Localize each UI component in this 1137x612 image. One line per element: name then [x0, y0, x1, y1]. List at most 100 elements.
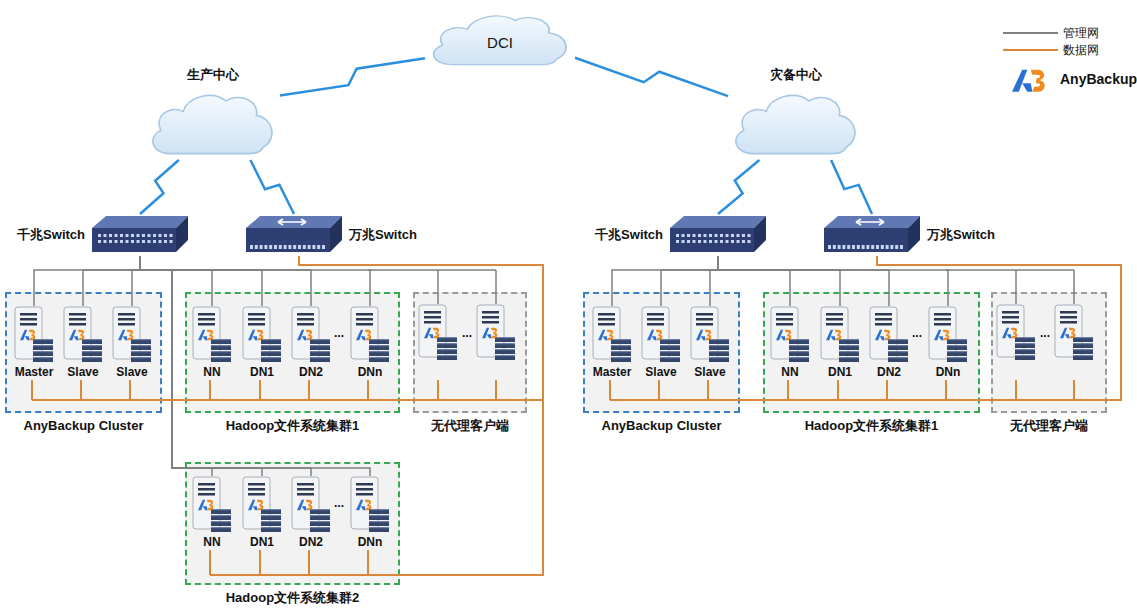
ellipsis-label: ...: [462, 326, 472, 340]
group-label: Hadoop文件系统集群1: [805, 417, 939, 435]
server: DNn: [928, 306, 968, 380]
server: DN2: [869, 306, 909, 380]
switch-label: 万兆Switch: [927, 226, 995, 244]
legend-line-sample: [1003, 32, 1058, 34]
connector: [140, 256, 311, 306]
connector: [140, 256, 311, 476]
server-label: NN: [182, 364, 242, 380]
switch-label: 千兆Switch: [595, 226, 663, 244]
group-label: 无代理客户端: [1010, 417, 1088, 435]
agentless-server: [996, 304, 1036, 362]
server-label: Slave: [102, 364, 162, 380]
cloud-label: DCI: [425, 34, 575, 51]
ellipsis-label: ...: [912, 326, 922, 340]
connector: [710, 256, 718, 306]
agentless-server: [1054, 304, 1094, 362]
legend-label: 数据网: [1063, 42, 1099, 59]
connector: [612, 256, 718, 306]
connector: [140, 160, 179, 214]
server-icon: [770, 306, 810, 364]
server-label: DNn: [918, 364, 978, 380]
cluster-group: Hadoop文件系统集群1NNDN1DN2DNn: [185, 292, 400, 413]
legend-line-sample: [1003, 49, 1058, 51]
connector: [299, 256, 543, 575]
cluster-group: Hadoop文件系统集群2NNDN1DN2DNn: [185, 462, 400, 585]
group-label-holder: AnyBackup Cluster: [602, 417, 722, 435]
connector: [718, 256, 840, 306]
connector: [299, 256, 543, 400]
server-label: NN: [182, 534, 242, 550]
server: Slave: [112, 306, 152, 380]
connector: [140, 256, 370, 476]
server-icon: [928, 306, 968, 364]
server: Slave: [690, 306, 730, 380]
server: DN1: [242, 306, 282, 380]
connector: [140, 256, 370, 306]
server: DN2: [291, 306, 331, 380]
server-label: Slave: [680, 364, 740, 380]
anybackup-logo: [1012, 70, 1045, 92]
server-icon: [242, 306, 282, 364]
site-cloud: 灾备中心: [728, 66, 863, 160]
server-icon: [869, 306, 909, 364]
group-label: AnyBackup Cluster: [602, 417, 722, 435]
group-label-holder: AnyBackup Cluster: [24, 417, 144, 435]
switch: 万兆Switch: [244, 214, 417, 256]
connector: [280, 58, 425, 95]
server-label: DNn: [340, 534, 400, 550]
ellipsis-label: ...: [1040, 326, 1050, 340]
cloud: DCI: [425, 8, 575, 70]
server-label: Slave: [53, 364, 113, 380]
management-bus: [368, 270, 1074, 304]
connector: [877, 256, 1121, 400]
site-cloud: 生产中心: [145, 66, 280, 160]
connector: [661, 256, 718, 306]
server: NN: [192, 306, 232, 380]
server-label: DNn: [340, 364, 400, 380]
switch-icon: [668, 214, 768, 256]
connector: [34, 256, 140, 306]
ellipsis-label: ...: [334, 496, 344, 510]
group-label: AnyBackup Cluster: [24, 417, 144, 435]
connector: [140, 256, 262, 476]
switch: 万兆Switch: [822, 214, 995, 256]
group-label-holder: Hadoop文件系统集群2: [226, 589, 360, 607]
connector: [83, 256, 140, 306]
agentless-server: [418, 304, 458, 362]
connector: [718, 256, 790, 306]
group-label-holder: 无代理客户端: [1010, 417, 1088, 435]
connector: [740, 256, 1121, 400]
server: Slave: [641, 306, 681, 380]
cluster-group: AnyBackup ClusterMasterSlaveSlave: [5, 292, 162, 413]
server-icon: [820, 306, 860, 364]
server-icon: [350, 306, 390, 364]
server: DNn: [350, 476, 390, 550]
server-label: DN2: [859, 364, 919, 380]
server: Slave: [63, 306, 103, 380]
cluster-group: AnyBackup ClusterMasterSlaveSlave: [583, 292, 740, 413]
group-label-holder: Hadoop文件系统集群1: [805, 417, 939, 435]
server: DNn: [350, 306, 390, 380]
server-icon: [14, 306, 54, 364]
connector: [877, 256, 1121, 400]
group-label-holder: 无代理客户端: [431, 417, 509, 435]
switch-label: 万兆Switch: [349, 226, 417, 244]
server-icon: [291, 476, 331, 534]
connector: [299, 256, 543, 400]
server-icon: [641, 306, 681, 364]
connector: [718, 256, 948, 306]
server: DN1: [242, 476, 282, 550]
connector: [718, 160, 759, 214]
cluster-group: Hadoop文件系统集群1NNDN1DN2DNn: [763, 292, 980, 413]
server-label: DN1: [232, 534, 292, 550]
server-icon: [192, 306, 232, 364]
switch-icon: [90, 214, 190, 256]
group-label-holder: Hadoop文件系统集群1: [226, 417, 360, 435]
cloud-shape: [145, 86, 280, 160]
cloud-shape: [728, 86, 863, 160]
server-icon: [690, 306, 730, 364]
server-icon: [592, 306, 632, 364]
group-label: 无代理客户端: [431, 417, 509, 435]
